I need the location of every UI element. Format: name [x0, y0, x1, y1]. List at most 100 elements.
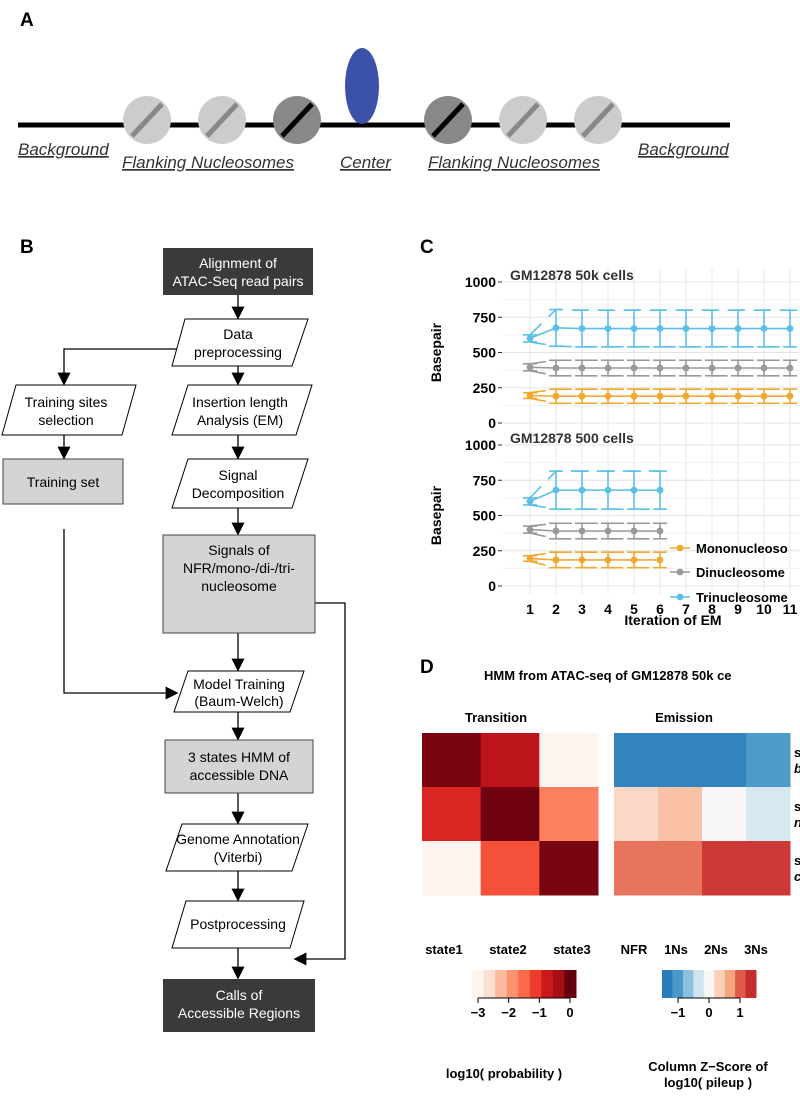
- heatmap-cell: [422, 841, 482, 896]
- nucleosome-dna-1: [130, 102, 164, 138]
- y-tick-label: 1000: [465, 274, 496, 290]
- transition-column-label: state2: [489, 942, 527, 957]
- data-point: [786, 325, 794, 332]
- flow-training-sites-box: Training sites selection: [1, 384, 137, 436]
- flow-postprocessing-box: Postprocessing: [171, 900, 305, 949]
- series-dinucleosome: [523, 359, 797, 377]
- plot-background: [502, 431, 800, 594]
- data-point: [786, 392, 794, 400]
- panel-b-flowchart: B Alignment of ATAC-Seq read pairs Data …: [1, 237, 346, 1032]
- label-center: Center: [340, 153, 392, 172]
- flow-signals-line2: NFR/mono-/di-/tri-: [183, 560, 295, 576]
- legend-entry: Dinucleosome: [696, 565, 785, 580]
- data-point: [682, 325, 690, 332]
- nucleosome-dna-2: [205, 102, 239, 138]
- chart-title: GM12878 500 cells: [510, 430, 634, 446]
- transition-column-label: state1: [425, 942, 463, 957]
- scale-tick-label: 0: [705, 1005, 712, 1020]
- data-point: [630, 325, 638, 332]
- data-point: [578, 527, 586, 535]
- scale-tick-label: −1: [532, 1005, 547, 1020]
- state-label: st: [794, 745, 800, 760]
- heatmap-cell: [746, 787, 791, 842]
- data-point: [630, 556, 638, 564]
- data-point: [526, 335, 534, 342]
- data-point: [552, 486, 560, 494]
- scale-swatch: [506, 970, 519, 998]
- data-point: [656, 325, 664, 332]
- legend-key-point: [676, 568, 684, 576]
- data-point: [656, 364, 664, 372]
- flow-training-sites-line1: Training sites: [25, 394, 108, 410]
- flow-preprocess-line2: preprocessing: [194, 344, 282, 360]
- flow-alignment-box: Alignment of ATAC-Seq read pairs: [163, 248, 313, 295]
- plot-background: [502, 268, 800, 431]
- emission-column-label: NFR: [621, 942, 648, 957]
- chart-title: GM12878 50k cells: [510, 267, 634, 283]
- data-point: [708, 392, 716, 400]
- data-point: [526, 363, 534, 371]
- series-mononucleosome: [523, 551, 667, 569]
- series-dinucleosome: [523, 522, 667, 540]
- scale-swatch: [483, 970, 496, 998]
- panel-a-label: A: [20, 10, 34, 31]
- scale-tick-label: −1: [671, 1005, 686, 1020]
- flow-signals-line3: nucleosome: [201, 578, 277, 594]
- series-line: [529, 489, 660, 503]
- legend-entry: Trinucleosome: [696, 590, 788, 605]
- state-label: st: [794, 799, 800, 814]
- scale-tick-label: 1: [736, 1005, 743, 1020]
- center-oval: [345, 48, 379, 124]
- y-tick-label: 1000: [465, 437, 496, 453]
- flow-alignment-line2: ATAC-Seq read pairs: [173, 273, 304, 289]
- scale-swatch: [714, 970, 726, 998]
- scale-swatch: [735, 970, 747, 998]
- flow-insertion-line2: Analysis (EM): [197, 412, 283, 428]
- panel-b-label: B: [20, 237, 34, 258]
- heatmap-cell: [746, 841, 791, 896]
- data-point: [552, 392, 560, 400]
- series-mononucleosome: [523, 388, 797, 405]
- emission-column-label: 1Ns: [664, 942, 688, 957]
- x-axis-label: Iteration of EM: [624, 612, 721, 628]
- panel-d-label: D: [420, 657, 434, 678]
- flow-decomposition-box: Signal Decomposition: [171, 458, 309, 509]
- data-point: [526, 392, 534, 399]
- nucleosome-dna-6: [581, 102, 615, 138]
- x-tick-label: 8: [708, 601, 716, 617]
- x-tick-label: 9: [734, 601, 742, 617]
- flow-hmm-box: 3 states HMM of accessible DNA: [164, 739, 314, 794]
- y-tick-label: 0: [488, 578, 496, 594]
- data-point: [552, 324, 560, 332]
- scale-swatch: [472, 970, 485, 998]
- heatmap-cell: [480, 841, 540, 896]
- nucleosome-dna-4: [431, 102, 465, 138]
- heatmap-cell: [539, 733, 599, 788]
- data-point: [760, 325, 768, 332]
- heatmap-title: HMM from ATAC-seq of GM12878 50k ce: [484, 668, 732, 683]
- heatmap-cell: [480, 787, 540, 842]
- emission-color-scale: −1 0 1: [662, 970, 757, 1020]
- flow-signals-line1: Signals of: [208, 542, 270, 558]
- state-sublabel: c: [794, 869, 800, 884]
- scale-swatch: [745, 970, 757, 998]
- scale-swatch: [672, 970, 684, 998]
- heatmap-cell: [614, 841, 659, 896]
- data-point: [552, 364, 560, 372]
- data-point: [526, 498, 534, 505]
- data-point: [708, 325, 716, 332]
- flow-annotation-line1: Genome Annotation: [176, 831, 300, 847]
- series-trinucleosome: [523, 308, 797, 348]
- emission-column-label: 2Ns: [704, 942, 728, 957]
- state-row-labels: stbstnstc: [794, 745, 800, 884]
- scale-swatch: [703, 970, 715, 998]
- data-point: [656, 486, 664, 494]
- y-tick-label: 250: [473, 380, 497, 396]
- flow-training-set-box: Training set: [2, 458, 124, 505]
- scale-swatch: [529, 970, 542, 998]
- heatmap-cell: [746, 733, 791, 788]
- data-point: [630, 527, 638, 535]
